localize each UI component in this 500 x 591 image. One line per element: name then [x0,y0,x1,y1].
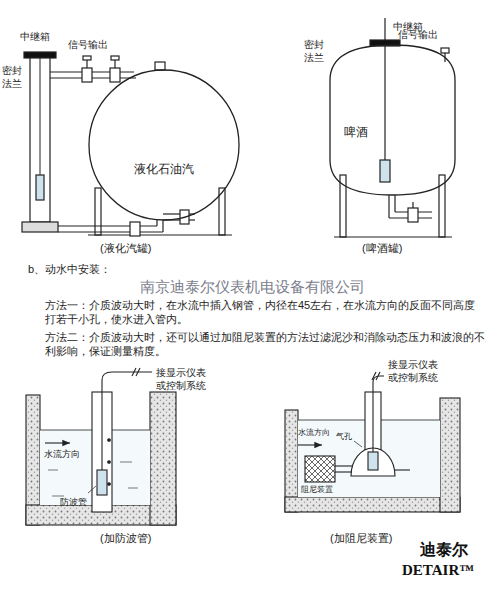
watermark: 南京迪泰尔仪表机电设备有限公司 [140,277,365,297]
flange-label: 密封法兰 [304,38,324,64]
wave-pipe-figure [26,368,176,525]
sphere-tank-outline [85,70,243,220]
signal-output-label: 信号输出 [68,38,108,51]
figure-caption: (加防波管) [100,531,151,545]
tank-content-label: 啤酒 [344,125,455,141]
wave-pipe-label: 防波管 [60,497,87,509]
air-hole-label: 气孔 [336,432,352,442]
method-note: 方法一：介质波动大时，在水流中插入钢管，内径在45左右，在水流方向的反面不同高度… [45,298,485,327]
beer-tank-shape [330,45,455,195]
figure-caption: (液化汽罐) [100,241,151,255]
section-heading: b、动水中安装： [28,262,111,276]
flow-direction-label: 水流方向 [298,428,330,438]
figure-caption: (啤酒罐) [362,241,402,255]
damping-figure [285,372,460,512]
display-connection-label: 接显示仪表或控制系统 [156,366,209,392]
beer-tank-outline [330,45,455,195]
tank-content-label: 液化石油汽 [85,162,243,178]
sphere-tank-shape [89,70,239,220]
signal-output-label: 信号输出 [398,28,438,41]
logo-text: 迪泰尔 [420,540,468,561]
flow-direction-label: 水流方向 [44,449,80,461]
flange-label: 密封法兰 [2,64,22,90]
sphere-tank: 液化石油汽 [85,70,243,220]
method-note: 方法二：介质波动大时，还可以通过加阻尼装置的方法过滤泥沙和消除动态压力和波浪的不… [45,330,485,359]
display-connection-label: 接显示仪表或控制系统 [388,358,441,384]
beer-tank: 啤酒 [330,45,455,195]
logo-wordmark: DETAIR™ [402,561,474,581]
figure-caption: (加阻尼装置) [330,531,392,545]
damper-label: 阻尼装置 [301,485,333,495]
relay-box-label: 中继箱 [20,30,50,43]
